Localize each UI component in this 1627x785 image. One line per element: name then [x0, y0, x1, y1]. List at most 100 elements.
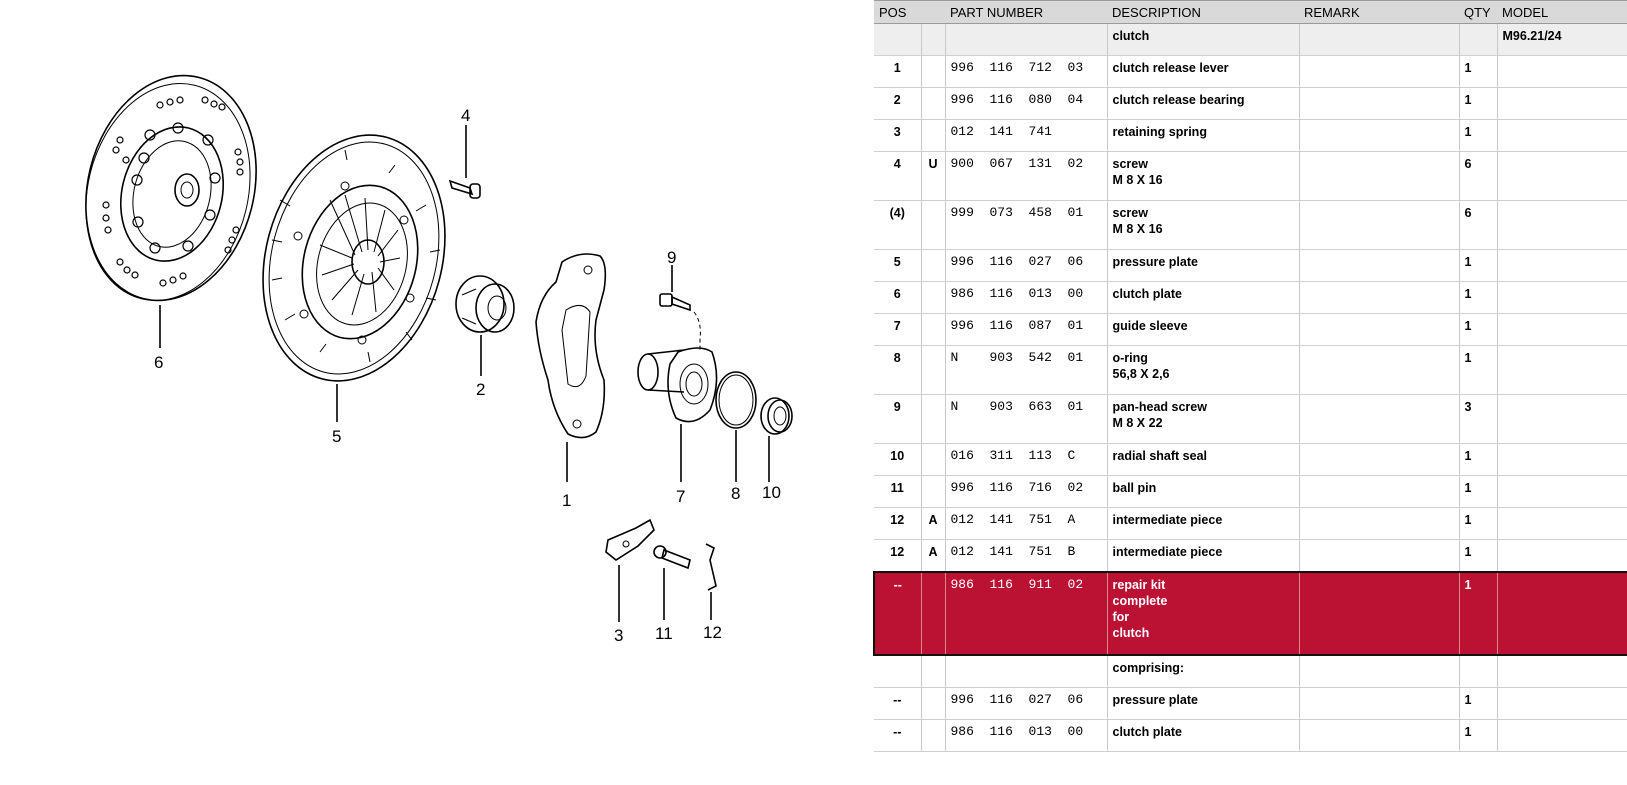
cell-remark	[1299, 571, 1460, 656]
cell-remark	[1299, 87, 1460, 120]
cell-description: guide sleeve	[1107, 313, 1300, 346]
cell-part-number: 900 067 131 02	[945, 151, 1108, 201]
cell-qty: 1	[1459, 475, 1498, 508]
intermediate-piece-drawing[interactable]	[705, 543, 717, 620]
group-row-clutch[interactable]: clutch M96.21/24	[874, 23, 1627, 56]
clutch-plate-drawing[interactable]	[63, 57, 279, 348]
cell-model	[1497, 313, 1627, 346]
cell-pos	[874, 23, 922, 56]
cell-description: clutch release lever	[1107, 55, 1300, 88]
description-line: ball pin	[1112, 481, 1157, 495]
callout-4: 4	[461, 106, 470, 125]
description-line: pressure plate	[1112, 255, 1198, 269]
description-line: for	[1112, 610, 1130, 624]
cell-qty: 1	[1459, 719, 1498, 752]
cell-qty: 1	[1459, 313, 1498, 346]
guide-sleeve-drawing[interactable]	[637, 347, 718, 482]
cell-remark	[1299, 539, 1460, 573]
header-qty[interactable]: QTY	[1459, 0, 1497, 24]
cell-part-number	[945, 23, 1108, 56]
retaining-spring-drawing[interactable]	[605, 518, 655, 622]
header-part-number[interactable]: PART NUMBER	[945, 0, 1107, 24]
header-pos[interactable]: POS	[874, 0, 921, 24]
screw-drawing[interactable]	[448, 125, 481, 199]
pressure-plate-drawing[interactable]	[237, 114, 472, 422]
ball-pin-drawing[interactable]	[653, 545, 691, 620]
cell-remark	[1299, 281, 1460, 314]
cell-pos: 5	[874, 249, 922, 282]
cell-remark	[1299, 687, 1460, 720]
cell-pos: 2	[874, 87, 922, 120]
pan-head-screw-drawing[interactable]	[659, 265, 701, 352]
cell-remark	[1299, 200, 1460, 250]
cell-model	[1497, 571, 1627, 656]
cell-part-number: 996 116 027 06	[945, 249, 1108, 282]
header-description[interactable]: DESCRIPTION	[1107, 0, 1299, 24]
cell-model	[1497, 200, 1627, 250]
description-line: M 8 X 22	[1112, 416, 1163, 430]
cell-model	[1497, 655, 1627, 688]
header-model[interactable]: MODEL	[1497, 0, 1627, 24]
cell-qty: 1	[1459, 119, 1498, 152]
cell-qty: 1	[1459, 507, 1498, 540]
description-line: clutch	[1112, 626, 1150, 640]
cell-pos	[874, 655, 922, 688]
callout-3: 3	[614, 626, 623, 645]
cell-flag	[921, 281, 946, 314]
parts-list-panel: POS PART NUMBER DESCRIPTION REMARK QTY M…	[873, 0, 1627, 785]
cell-flag	[921, 119, 946, 152]
cell-remark	[1299, 475, 1460, 508]
cell-qty: 1	[1459, 249, 1498, 282]
cell-description: intermediate piece	[1107, 507, 1300, 540]
clutch-release-lever-drawing[interactable]	[535, 253, 607, 482]
callout-11: 11	[655, 624, 673, 643]
cell-part-number: N 903 663 01	[945, 394, 1108, 444]
cell-description: ball pin	[1107, 475, 1300, 508]
header-flag	[921, 0, 945, 24]
cell-qty: 1	[1459, 281, 1498, 314]
parts-table: POS PART NUMBER DESCRIPTION REMARK QTY M…	[873, 0, 1627, 752]
cell-flag	[921, 23, 946, 56]
cell-description: clutch	[1107, 23, 1300, 56]
radial-shaft-seal-drawing[interactable]	[760, 397, 793, 482]
description-line: M 8 X 16	[1112, 222, 1163, 236]
cell-qty: 1	[1459, 571, 1498, 656]
header-remark[interactable]: REMARK	[1299, 0, 1459, 24]
cell-pos: 6	[874, 281, 922, 314]
table-row[interactable]: 5 996 116 027 06 pressure plate 1	[874, 249, 1627, 282]
cell-model	[1497, 475, 1627, 508]
description-line: clutch release bearing	[1112, 93, 1245, 107]
cell-remark	[1299, 345, 1460, 395]
release-bearing-drawing[interactable]	[455, 275, 515, 376]
callout-12: 12	[703, 623, 722, 642]
callout-2: 2	[476, 380, 485, 399]
cell-pos: 7	[874, 313, 922, 346]
cell-model	[1497, 249, 1627, 282]
cell-remark	[1299, 719, 1460, 752]
cell-pos: --	[874, 687, 922, 720]
description-line: 56,8 X 2,6	[1112, 367, 1170, 381]
table-row-comprising[interactable]: comprising:	[874, 655, 1627, 688]
cell-pos: 11	[874, 475, 922, 508]
cell-flag	[921, 394, 946, 444]
o-ring-drawing[interactable]	[715, 371, 757, 482]
description-line: intermediate piece	[1112, 513, 1223, 527]
description-line: clutch release lever	[1112, 61, 1229, 75]
